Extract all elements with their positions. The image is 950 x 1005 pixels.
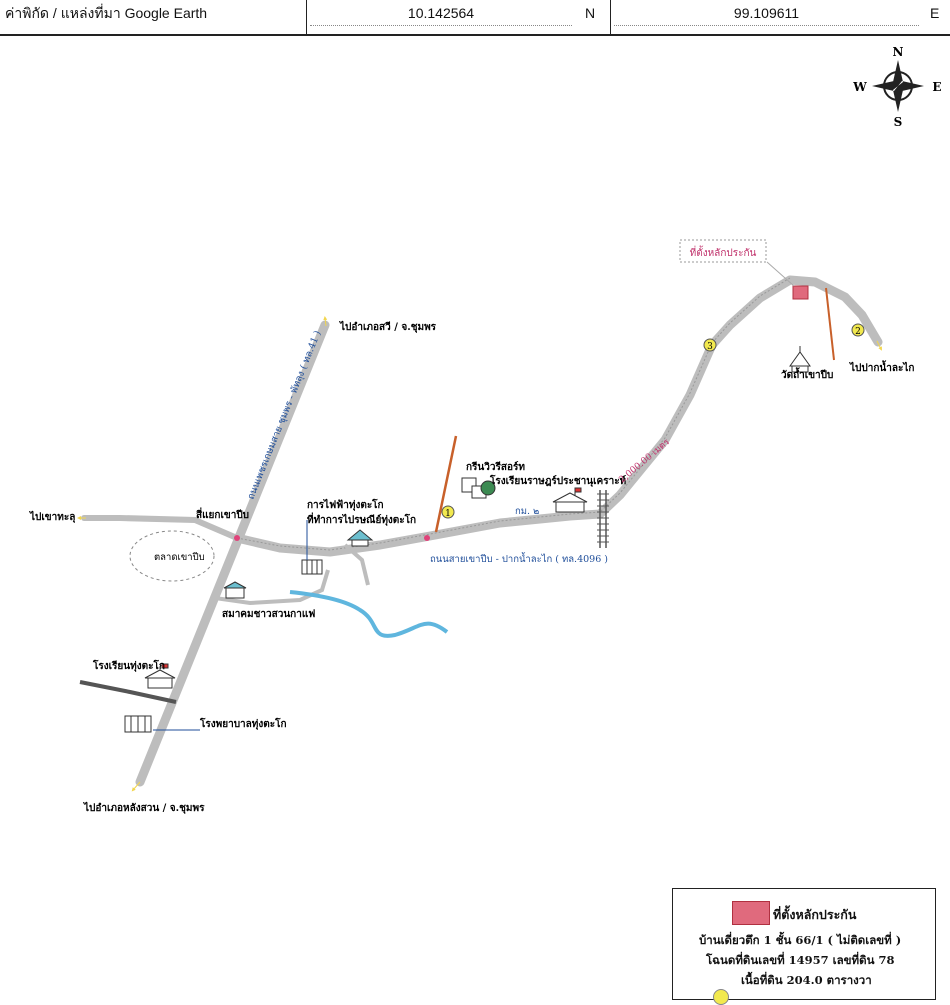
arrow-to-pak-nam-icon [876, 340, 882, 351]
longitude-value: 99.109611 [733, 5, 800, 21]
coffee-association-icon [223, 581, 247, 599]
label-coffee-association: สมาคมชาวสวนกาแฟ [222, 608, 315, 620]
label-post-office: ที่ทำการไปรษณีย์ทุ่งตะโก [307, 512, 416, 526]
highway-41 [135, 320, 330, 787]
property-callout-box [679, 239, 767, 263]
side-road-dark [79, 680, 177, 704]
route-line [236, 277, 791, 551]
svg-text:2: 2 [855, 327, 861, 337]
legend-house: บ้านเดี่ยวตึก 1 ชั้น 66/1 ( ไม่ติดเลขที่… [699, 933, 902, 947]
school-tungtako-icon [144, 663, 176, 689]
legend-area: เนื้อที่ดิน 204.0 ตารางวา [741, 973, 872, 987]
divider [310, 25, 572, 26]
stream [289, 590, 449, 638]
label-distance: 2,000.00 เมตร [618, 437, 673, 485]
label-km-mark: กม. ๒ [515, 506, 539, 517]
divider [306, 0, 307, 34]
side-road [214, 569, 330, 606]
post-office-icon [346, 529, 374, 547]
property-callout: ที่ตั้งหลักประกัน [690, 245, 757, 259]
divider [610, 0, 611, 34]
compass-rose-icon: N S W E [852, 45, 941, 129]
compass-south: S [894, 115, 903, 129]
compass-west: W [852, 80, 867, 94]
coordinate-source-label: ค่าพิกัด / แหล่งที่มา Google Earth [5, 5, 208, 21]
divider [614, 25, 919, 26]
longitude-direction: E [930, 5, 940, 21]
road-4096 [232, 275, 883, 557]
compass-north: N [893, 45, 904, 59]
label-temple: วัดถ้ำเขาปีบ [781, 367, 833, 381]
label-electric-office: การไฟฟ้าทุ่งตะโก [307, 498, 384, 511]
electric-office-icon [301, 559, 323, 575]
road-to-khao-thalu [81, 515, 240, 541]
label-main-road: ถนนเพชรเกษมสาย ชุมพร - พัทลุง ( ทล.41 ) [246, 329, 324, 501]
marker-2: 2 [851, 323, 865, 337]
boundary-line [825, 287, 835, 361]
hospital-icon [124, 715, 152, 733]
railway-icon [597, 490, 609, 548]
label-school-pracharat: โรงเรียนราษฎร์ประชานุเคราะห์ [489, 474, 627, 487]
resort-icon [461, 477, 496, 499]
legend-deed: โฉนดที่ดินเลขที่ 14957 เลขที่ดิน 78 [706, 953, 895, 967]
arrow-to-langsuan-icon [131, 781, 141, 792]
label-road-4096: ถนนสายเขาปีบ - ปากน้ำละไก ( ทล.4096 ) [430, 552, 608, 565]
junction-marker-icon [234, 535, 240, 541]
label-resort: กรีนวิวรีสอร์ท [466, 461, 525, 473]
label-to-pak-nam: ไปปากน้ำละไก [849, 360, 914, 374]
school-icon [552, 487, 588, 513]
marker-1: 1 [441, 505, 455, 519]
coordinate-header: ค่าพิกัด / แหล่งที่มา Google Earth 10.14… [0, 0, 950, 36]
label-school-tungtako: โรงเรียนทุ่งตะโก [92, 659, 165, 672]
boundary-line [434, 435, 458, 533]
label-hospital: โรงพยาบาลทุ่งตะโก [199, 717, 287, 730]
label-junction: สี่แยกเขาปีบ [196, 507, 249, 521]
svg-text:1: 1 [445, 509, 451, 519]
side-road [343, 543, 370, 586]
label-to-khao-thalu: ไปเขาทะลุ [29, 510, 75, 523]
latitude-direction: N [585, 5, 596, 21]
label-market: ตลาดเขาปีบ [154, 551, 205, 563]
junction-marker-icon [424, 535, 430, 541]
compass-east: E [932, 80, 941, 94]
temple-icon [789, 346, 811, 373]
callout-line [766, 261, 795, 287]
arrow-to-sawi-icon [323, 316, 328, 327]
legend-marker-icon [713, 989, 729, 1005]
property-swatch-icon [732, 901, 770, 925]
latitude-value: 10.142564 [407, 5, 475, 21]
label-to-sawi: ไปอำเภอสวี / จ.ชุมพร [339, 320, 437, 333]
marker-3: 3 [703, 338, 717, 352]
legend-property-label: ที่ตั้งหลักประกัน [773, 907, 857, 922]
market-area [129, 530, 215, 582]
property-marker-icon [792, 285, 809, 300]
svg-text:3: 3 [707, 342, 713, 352]
label-to-langsuan: ไปอำเภอหลังสวน / จ.ชุมพร [83, 801, 205, 814]
map-legend: ที่ตั้งหลักประกัน บ้านเดี่ยวตึก 1 ชั้น 6… [672, 888, 936, 1005]
